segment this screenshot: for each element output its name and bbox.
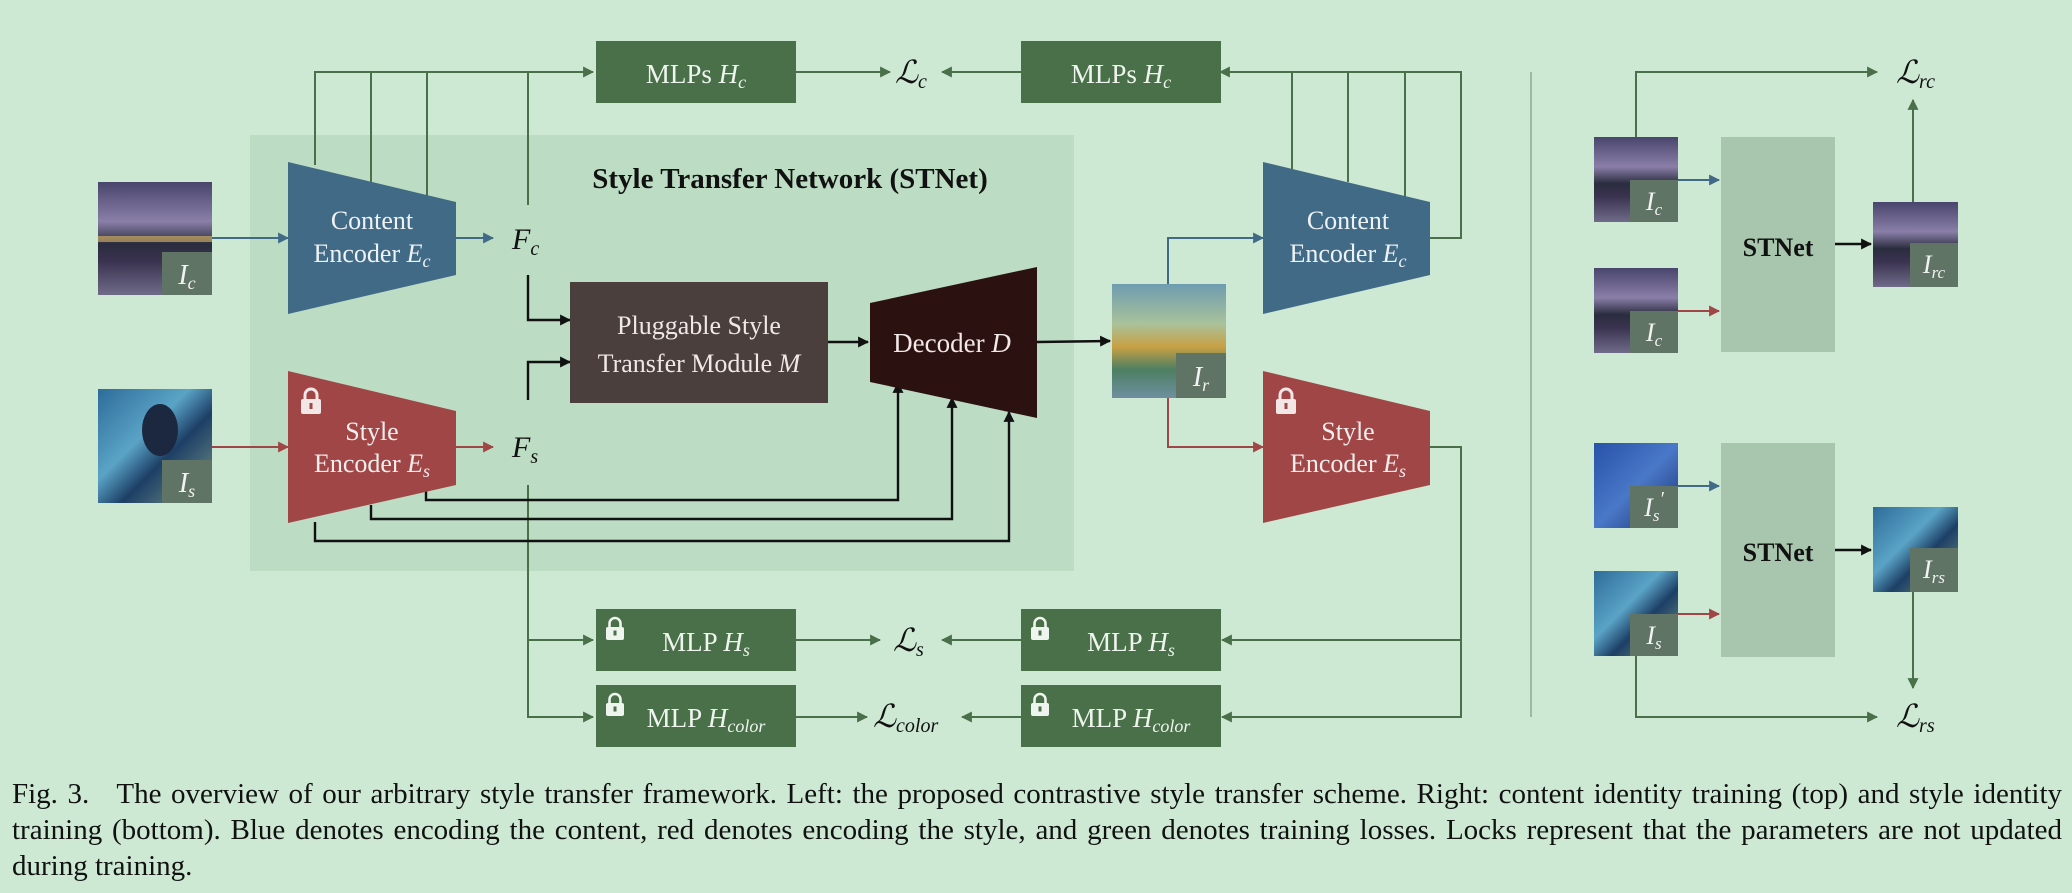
svg-text:Ic: Ic [1645, 318, 1663, 350]
svg-text:Content: Content [1307, 206, 1390, 235]
style-encoder-right: Style Encoder Es [1263, 371, 1430, 523]
figure-caption: Fig. 3. The overview of our arbitrary st… [12, 776, 2062, 884]
style-image-is-prime: Is′ [1594, 443, 1678, 528]
lock-icon [606, 692, 624, 716]
mlp-hs-left: MLP Hs [596, 609, 796, 671]
stnet-label-bottom: STNet [1743, 538, 1814, 567]
svg-text:Transfer Module M: Transfer Module M [598, 349, 802, 378]
svg-text:Encoder Ec: Encoder Ec [1289, 239, 1406, 271]
lock-icon [1276, 387, 1296, 414]
svg-text:Irs: Irs [1922, 555, 1945, 587]
lock-icon [606, 616, 624, 640]
loss-lcolor: ℒcolor [873, 698, 938, 737]
svg-text:MLP Hs: MLP Hs [662, 627, 750, 660]
content-encoder-right: Content Encoder Ec [1263, 162, 1430, 314]
mlps-hc-left: MLPs Hc [596, 41, 796, 103]
reconstructed-image-irs: Irs [1873, 507, 1958, 592]
style-encoder-left: Style Encoder Es [288, 371, 456, 523]
lock-icon [1031, 616, 1049, 640]
mlp-hcolor-left: MLP Hcolor [596, 685, 796, 747]
feature-fs: Fs [511, 431, 538, 468]
content-image-ic-top: Ic [1594, 137, 1678, 222]
svg-text:MLPs Hc: MLPs Hc [1071, 59, 1171, 92]
svg-text:Content: Content [331, 206, 414, 235]
lock-icon [301, 387, 321, 414]
svg-text:Encoder Es: Encoder Es [314, 449, 430, 481]
svg-text:MLP Hcolor: MLP Hcolor [1072, 703, 1192, 736]
svg-text:Is: Is [1645, 621, 1662, 653]
framework-diagram: Style Transfer Network (STNet) [98, 41, 1958, 747]
svg-text:Ir: Ir [1192, 362, 1210, 395]
content-image-ic: Ic [98, 182, 212, 295]
loss-lrc: ℒrc [1896, 54, 1935, 93]
svg-text:Irc: Irc [1922, 250, 1946, 282]
feature-fc: Fc [511, 223, 539, 260]
mlp-hs-right: MLP Hs [1021, 609, 1221, 671]
caption-text: The overview of our arbitrary style tran… [12, 778, 2062, 882]
svg-text:Encoder Es: Encoder Es [1290, 449, 1406, 481]
stnet-title: Style Transfer Network (STNet) [592, 163, 987, 195]
stnet-box-bottom [1721, 443, 1835, 657]
pluggable-style-transfer-module: Pluggable Style Transfer Module M [570, 282, 828, 403]
svg-text:Decoder D: Decoder D [893, 328, 1011, 358]
svg-text:MLP Hs: MLP Hs [1087, 627, 1175, 660]
style-image-is: Is [98, 389, 212, 503]
svg-text:Ic: Ic [177, 260, 195, 293]
svg-text:Style: Style [345, 417, 398, 446]
svg-text:Is: Is [178, 468, 195, 501]
result-image-ir: Ir [1112, 284, 1226, 398]
loss-lc: ℒc [895, 54, 927, 93]
content-image-ic-bottom: Ic [1594, 268, 1678, 353]
svg-text:Ic: Ic [1645, 187, 1663, 219]
svg-text:MLPs Hc: MLPs Hc [646, 59, 746, 92]
svg-text:MLP Hcolor: MLP Hcolor [647, 703, 767, 736]
stnet-box-top [1721, 137, 1835, 352]
mlps-hc-right: MLPs Hc [1021, 41, 1221, 103]
svg-text:Style: Style [1321, 417, 1374, 446]
loss-lrs: ℒrs [1896, 698, 1935, 737]
reconstructed-image-irc: Irc [1873, 202, 1958, 287]
loss-ls: ℒs [893, 622, 924, 661]
figure-number: Fig. 3. [12, 778, 90, 810]
stnet-label-top: STNet [1743, 233, 1814, 262]
decoder: Decoder D [870, 267, 1037, 418]
svg-text:Is′: Is′ [1643, 488, 1664, 525]
svg-text:Encoder Ec: Encoder Ec [313, 239, 430, 271]
style-image-is-right: Is [1594, 571, 1678, 656]
content-encoder-left: Content Encoder Ec [288, 162, 456, 314]
lock-icon [1031, 692, 1049, 716]
mlp-hcolor-right: MLP Hcolor [1021, 685, 1221, 747]
svg-text:Pluggable Style: Pluggable Style [617, 311, 781, 340]
